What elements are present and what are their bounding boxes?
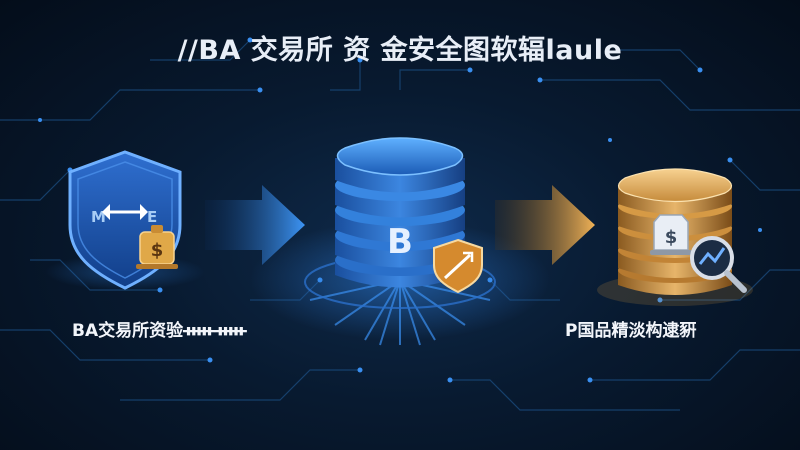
- magnifier-chart-icon: [690, 236, 747, 293]
- svg-text:M: M: [91, 208, 106, 226]
- edge-exchange-to-bank: [205, 185, 305, 265]
- exchange-arrows-icon: [102, 204, 148, 220]
- node-label-reserve: P国品精淡构逮豣: [565, 321, 697, 341]
- edge-bank-to-reserve: [495, 185, 595, 265]
- node-label-exchange: BA交易所资验ᚔᚔ: [72, 321, 247, 341]
- moneybag-icon: $: [136, 225, 178, 269]
- security-shield-icon: [433, 238, 483, 294]
- coin-symbol: $: [151, 240, 164, 261]
- bank-letter: B: [387, 222, 413, 262]
- reserve-moneybag-icon: $: [650, 214, 692, 255]
- svg-text:$: $: [665, 227, 678, 248]
- svg-text:E: E: [147, 208, 157, 226]
- page-title: //BA 交易所 资 金安全图软辐laule: [177, 35, 623, 66]
- bank-database-stack-icon: B: [335, 137, 465, 288]
